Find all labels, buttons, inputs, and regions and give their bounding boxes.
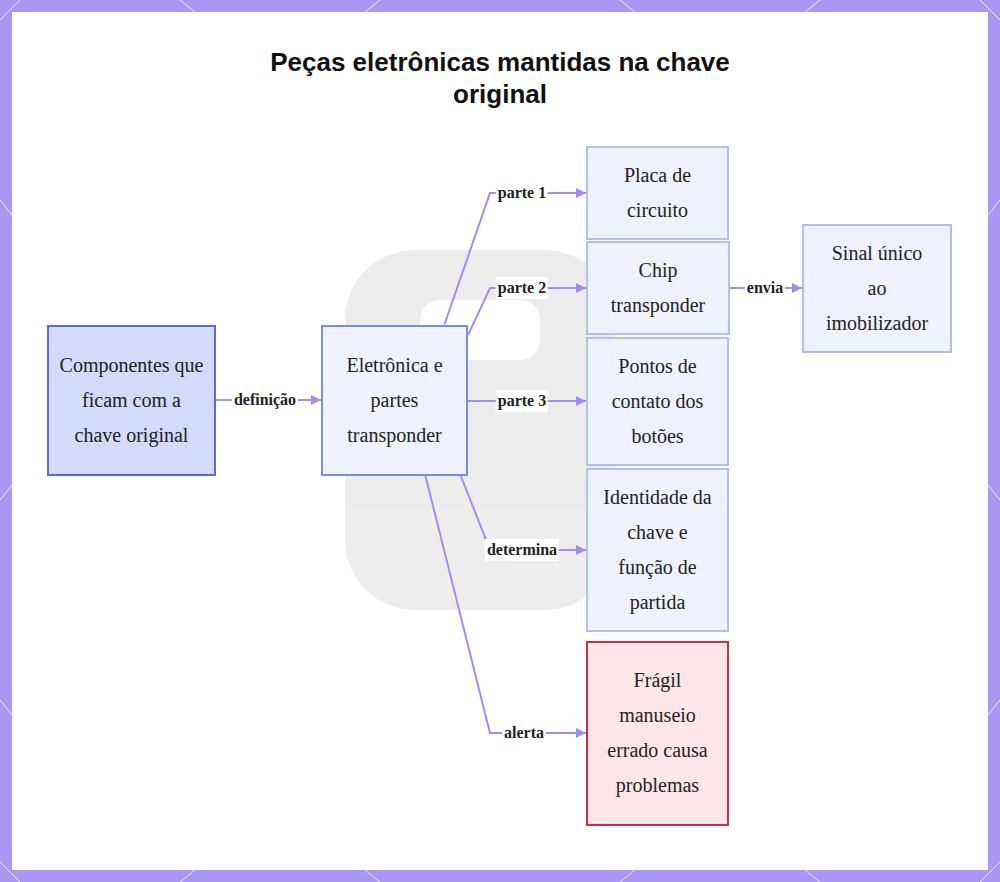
node-text: Identidade da chave e função de partida — [602, 480, 713, 620]
node-text: Componentes que ficam com a chave origin… — [59, 348, 204, 453]
concept-box: Sinal único ao imobilizador — [802, 224, 952, 353]
text-holder: Componentes que ficam com a chave origin… — [59, 348, 204, 453]
white-ground — [12, 12, 988, 870]
text-holder: Frágil manuseio errado causa problemas — [606, 663, 709, 803]
diagram-title: Peças eletrônicas mantidas na chave orig… — [230, 46, 770, 110]
edge-label: parte 2 — [496, 277, 548, 299]
node-text: Eletrônica e partes transponder — [333, 348, 456, 453]
node-text: Chip transponder — [598, 253, 718, 323]
node-text: Placa de circuito — [598, 158, 717, 228]
text-holder: Identidade da chave e função de partida — [602, 480, 713, 620]
edge-label: parte 1 — [496, 182, 548, 204]
node-text: Frágil manuseio errado causa problemas — [606, 663, 709, 803]
warning-box: Frágil manuseio errado causa problemas — [586, 641, 729, 826]
edge-label: alerta — [502, 722, 546, 744]
concept-box: Eletrônica e partes transponder — [321, 325, 468, 476]
concept-box: Componentes que ficam com a chave origin… — [47, 325, 216, 476]
edge-label: envia — [745, 277, 785, 299]
concept-box: Chip transponder — [586, 241, 730, 335]
concept-box: Pontos de contato dos botões — [586, 337, 729, 466]
text-holder: Eletrônica e partes transponder — [333, 348, 456, 453]
text-holder: Placa de circuito — [598, 158, 717, 228]
connector-arrow — [425, 476, 586, 734]
edge-label: definição — [232, 389, 298, 411]
edge-label: parte 3 — [496, 390, 548, 412]
concept-box: Placa de circuito — [586, 146, 729, 240]
text-holder: Sinal único ao imobilizador — [824, 236, 930, 341]
text-holder: Chip transponder — [598, 253, 718, 323]
text-holder: Pontos de contato dos botões — [602, 349, 713, 454]
concept-box: Identidade da chave e função de partida — [586, 468, 729, 632]
node-text: Sinal único ao imobilizador — [824, 236, 930, 341]
node-text: Pontos de contato dos botões — [602, 349, 713, 454]
edge-label: determina — [485, 539, 559, 561]
connector-arrow — [444, 193, 586, 325]
